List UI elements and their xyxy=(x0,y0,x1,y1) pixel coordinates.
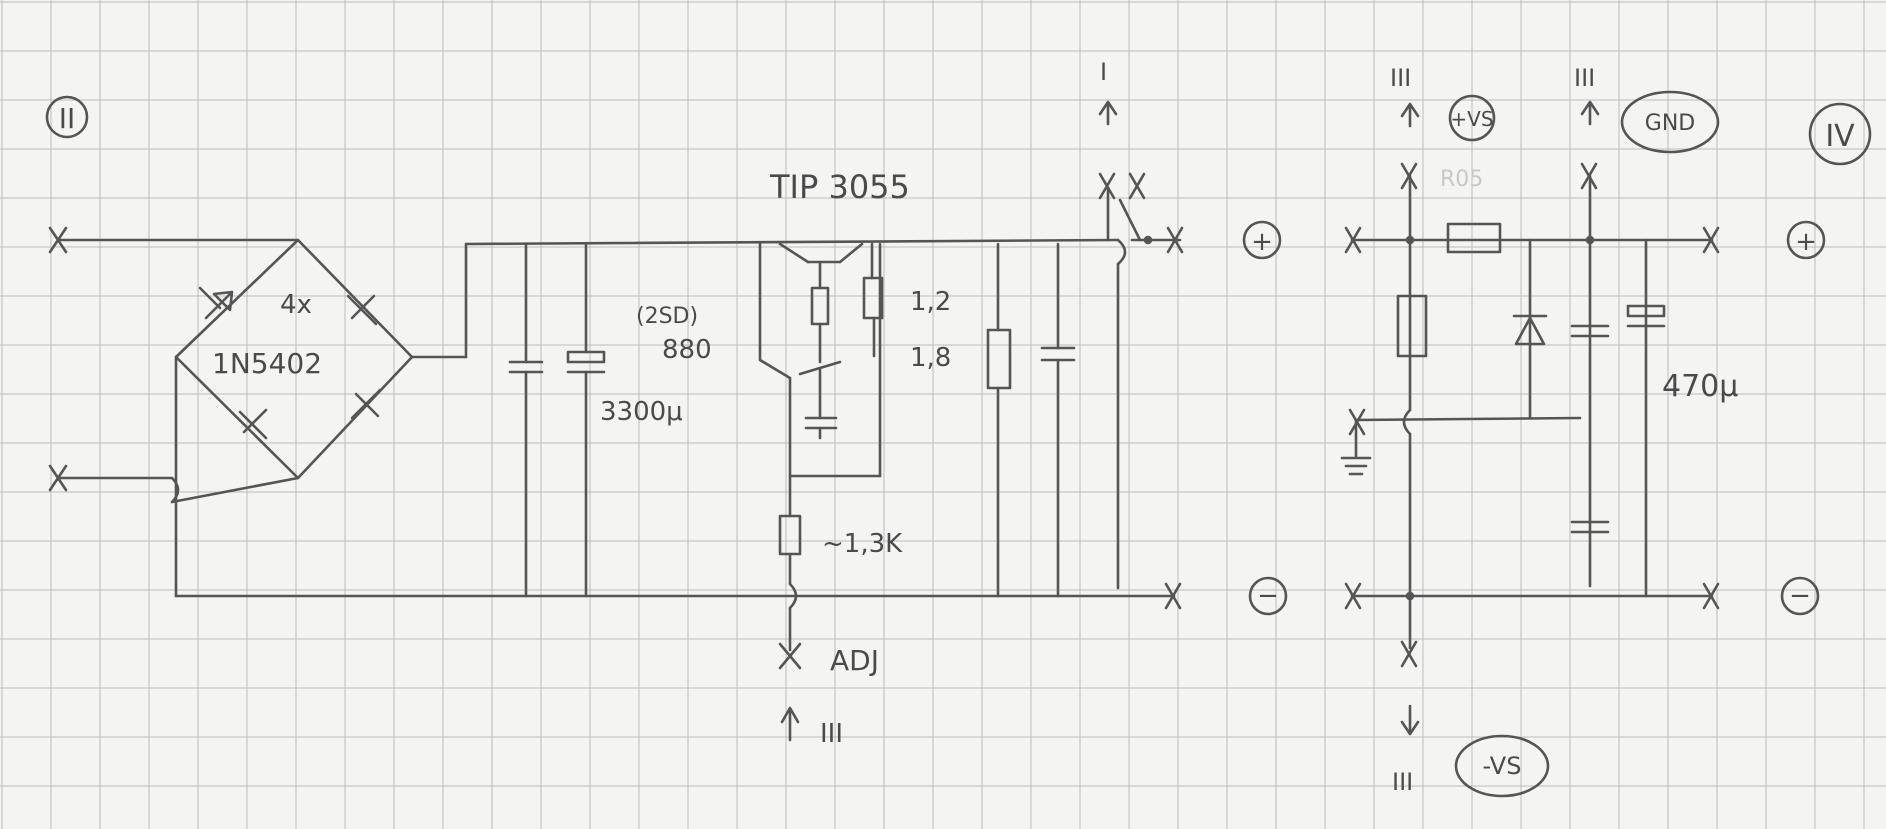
ac-input-wires xyxy=(48,226,300,504)
vs-plus-ref: III xyxy=(1390,64,1411,92)
bridge-count-label: 4x xyxy=(280,290,312,320)
gnd-badge-circle xyxy=(1620,90,1720,154)
section-badge-circle-right xyxy=(1808,102,1872,166)
minus-terminal-circle-left xyxy=(1248,576,1288,616)
top-output-ref: I xyxy=(1100,58,1107,86)
section-label-right: IV xyxy=(1825,119,1855,154)
plus-terminal-right: + xyxy=(1795,227,1817,257)
vs-minus-badge-circle xyxy=(1454,734,1550,798)
driver-code-label: (2SD) xyxy=(636,304,698,329)
output-cap-label: 470μ xyxy=(1662,369,1738,404)
bridge-part-label: 1N5402 xyxy=(212,347,322,380)
resistor-upper-label: 1,2 xyxy=(910,287,951,317)
gnd-ref: III xyxy=(1574,64,1595,92)
filter-capacitors xyxy=(508,242,606,598)
output-filter xyxy=(986,100,1146,598)
adj-label: ADJ xyxy=(830,644,879,677)
pot-label: ~1,3K xyxy=(822,529,903,559)
minus-terminal-right: − xyxy=(1789,581,1811,611)
rsense-faint-label: R05 xyxy=(1440,167,1483,192)
driver-number-label: 880 xyxy=(662,335,712,365)
resistor-lower-label: 1,8 xyxy=(910,343,951,373)
vs-minus-badge: -VS xyxy=(1483,752,1522,780)
main-rails xyxy=(174,226,1184,610)
minus-terminal-circle-right xyxy=(1780,576,1820,616)
bridge-rectifier xyxy=(174,238,468,598)
adj-input-ref: III xyxy=(820,719,843,749)
transistor-label: TIP 3055 xyxy=(769,168,910,206)
vs-minus-ref: III xyxy=(1392,768,1413,796)
plus-terminal-circle-left xyxy=(1242,220,1282,260)
section-badge-circle-left xyxy=(45,95,89,139)
gnd-badge: GND xyxy=(1645,111,1695,136)
minus-terminal-left: − xyxy=(1257,581,1279,611)
plus-terminal-left: + xyxy=(1251,227,1273,257)
vs-plus-badge-circle xyxy=(1448,94,1496,142)
darlington-stage xyxy=(758,242,884,742)
sense-rails xyxy=(1340,100,1720,736)
plus-terminal-circle-right xyxy=(1786,220,1826,260)
filter-cap-label: 3300μ xyxy=(600,397,683,427)
vs-plus-badge: +VS xyxy=(1450,107,1493,131)
section-label-left: II xyxy=(59,102,76,135)
